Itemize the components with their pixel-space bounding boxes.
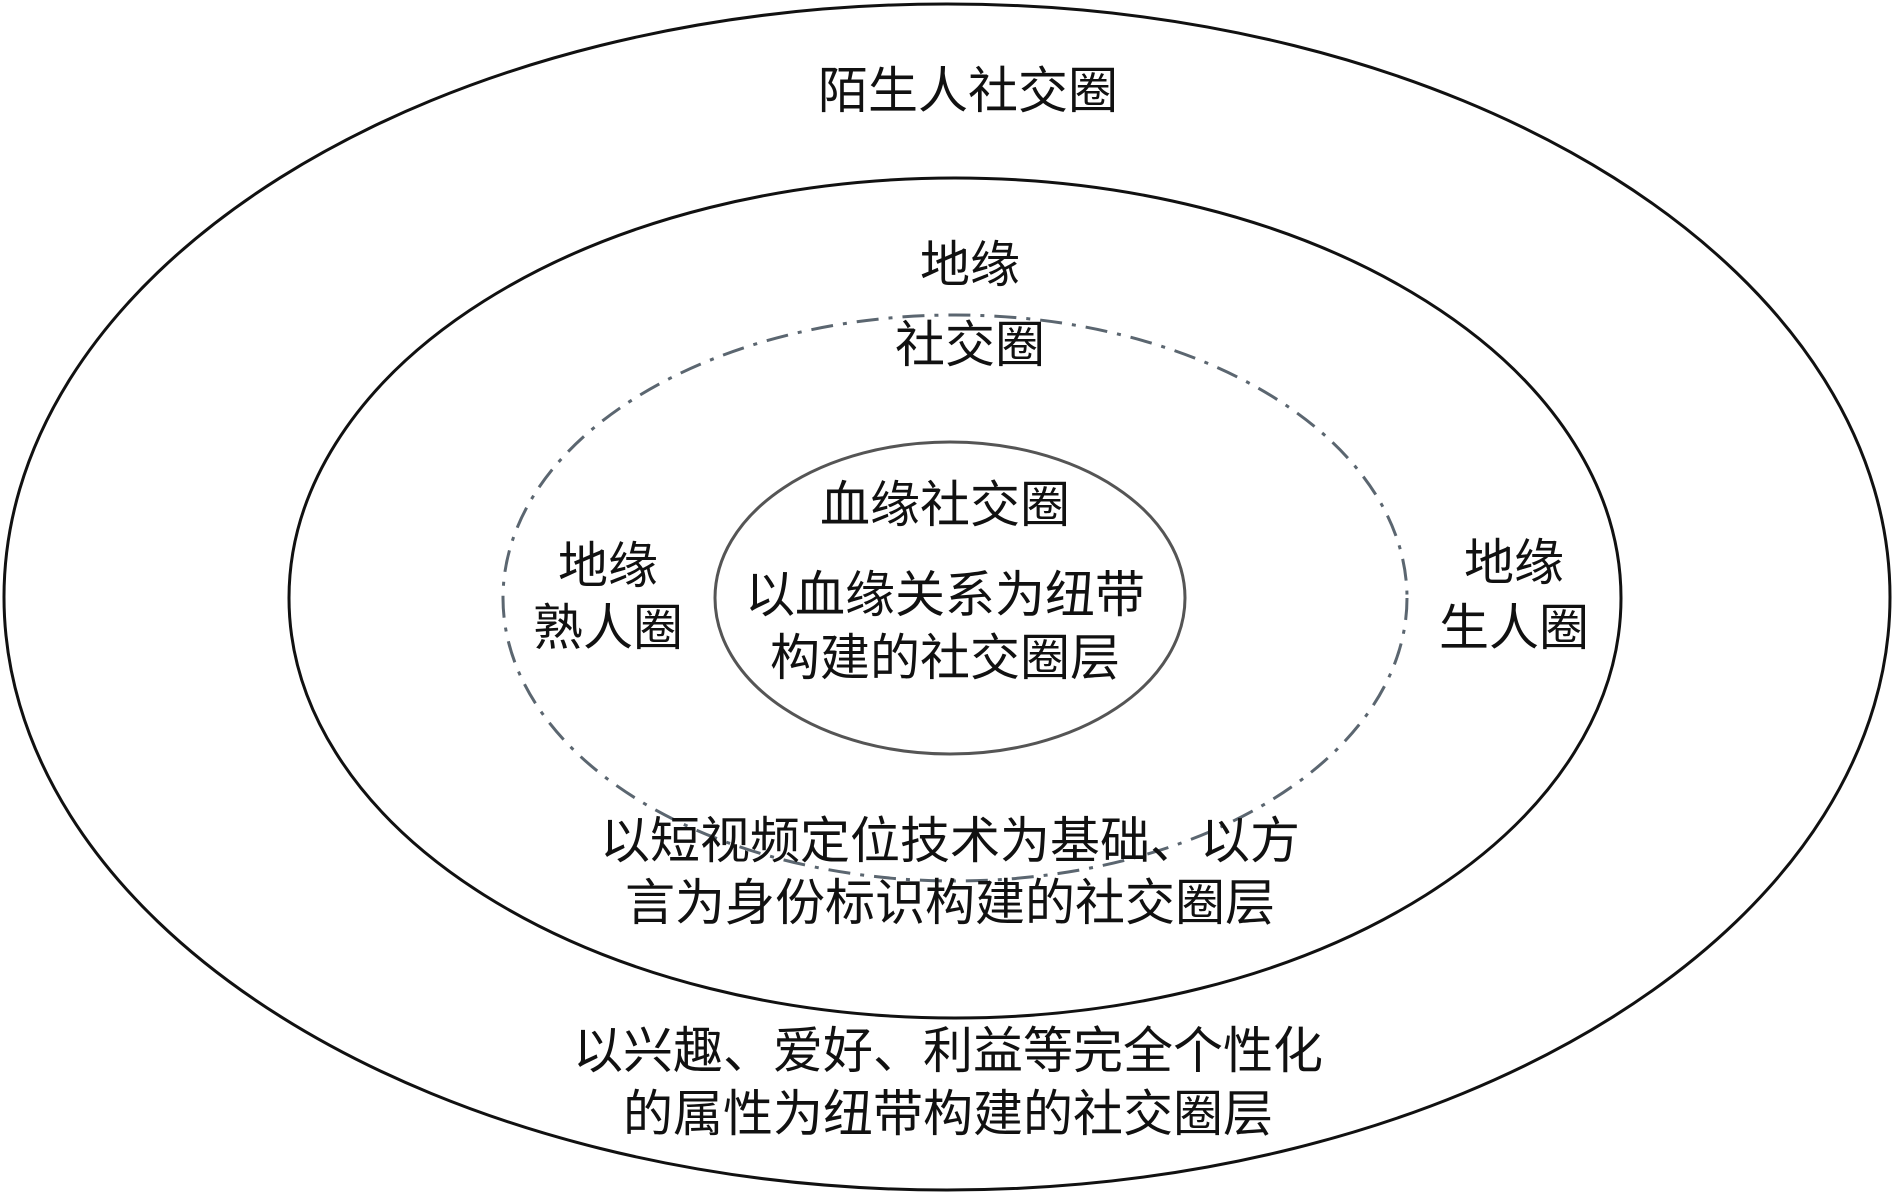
stranger-circle-title: 陌生人社交圈 <box>818 62 1118 120</box>
geo-stranger-label-line1: 地缘 <box>1464 534 1564 592</box>
blood-circle-ellipse <box>713 440 1187 756</box>
blood-circle-description-line2: 构建的社交圈层 <box>770 629 1120 687</box>
blood-circle-title: 血缘社交圈 <box>820 476 1070 534</box>
stranger-circle-description-line1: 以兴趣、爱好、利益等完全个性化 <box>573 1022 1323 1080</box>
blood-circle-description-line1: 以血缘关系为纽带 <box>745 566 1145 624</box>
geo-circle-ellipse <box>287 176 1623 1020</box>
geo-circle-title-line1: 地缘 <box>920 236 1020 294</box>
geo-circle-description-line2: 言为身份标识构建的社交圈层 <box>625 874 1275 932</box>
geo-stranger-label-line2: 生人圈 <box>1439 599 1589 657</box>
geo-acquaintance-boundary <box>501 313 1409 883</box>
geo-circle-title-line2: 社交圈 <box>895 316 1045 374</box>
geo-circle-description-line1: 以短视频定位技术为基础、以方 <box>600 812 1300 870</box>
stranger-circle-description-line2: 的属性为纽带构建的社交圈层 <box>623 1085 1273 1143</box>
geo-acquaintance-label-line1: 地缘 <box>558 537 658 595</box>
geo-acquaintance-label-line2: 熟人圈 <box>533 599 683 657</box>
